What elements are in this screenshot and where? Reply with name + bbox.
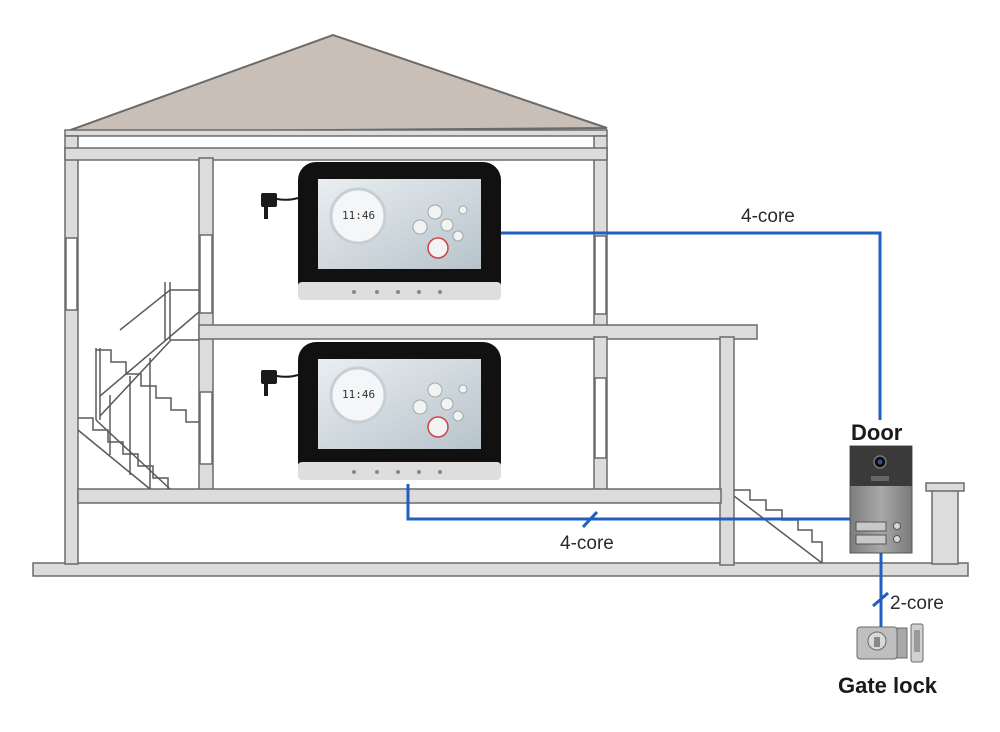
windows <box>65 234 607 465</box>
door-label: Door <box>851 420 903 445</box>
upper-wire-label: 4-core <box>741 206 795 227</box>
exterior-stairs <box>733 489 823 564</box>
door-panel <box>849 445 913 554</box>
lower-4core-wire <box>406 484 850 521</box>
roof-eave <box>64 129 608 137</box>
lower-wire-label: 4-core <box>560 533 614 554</box>
upper-power-adapter-icon <box>261 193 299 219</box>
roof <box>64 33 608 133</box>
upper-4core-wire <box>500 231 882 420</box>
lower-monitor-clock: 11:46 <box>342 388 376 401</box>
lower-monitor <box>298 342 501 480</box>
interior-staircase <box>77 282 200 490</box>
wires <box>406 231 889 628</box>
lock-wire-label: 2-core <box>890 593 944 614</box>
upper-monitor-clock: 11:46 <box>342 209 376 222</box>
lower-power-adapter-icon <box>261 370 299 396</box>
house-walls <box>64 135 965 566</box>
gate-lock-icon <box>856 623 924 663</box>
upper-monitor <box>298 162 501 300</box>
gate-lock-label: Gate lock <box>838 673 938 698</box>
ground-slab <box>32 562 969 577</box>
